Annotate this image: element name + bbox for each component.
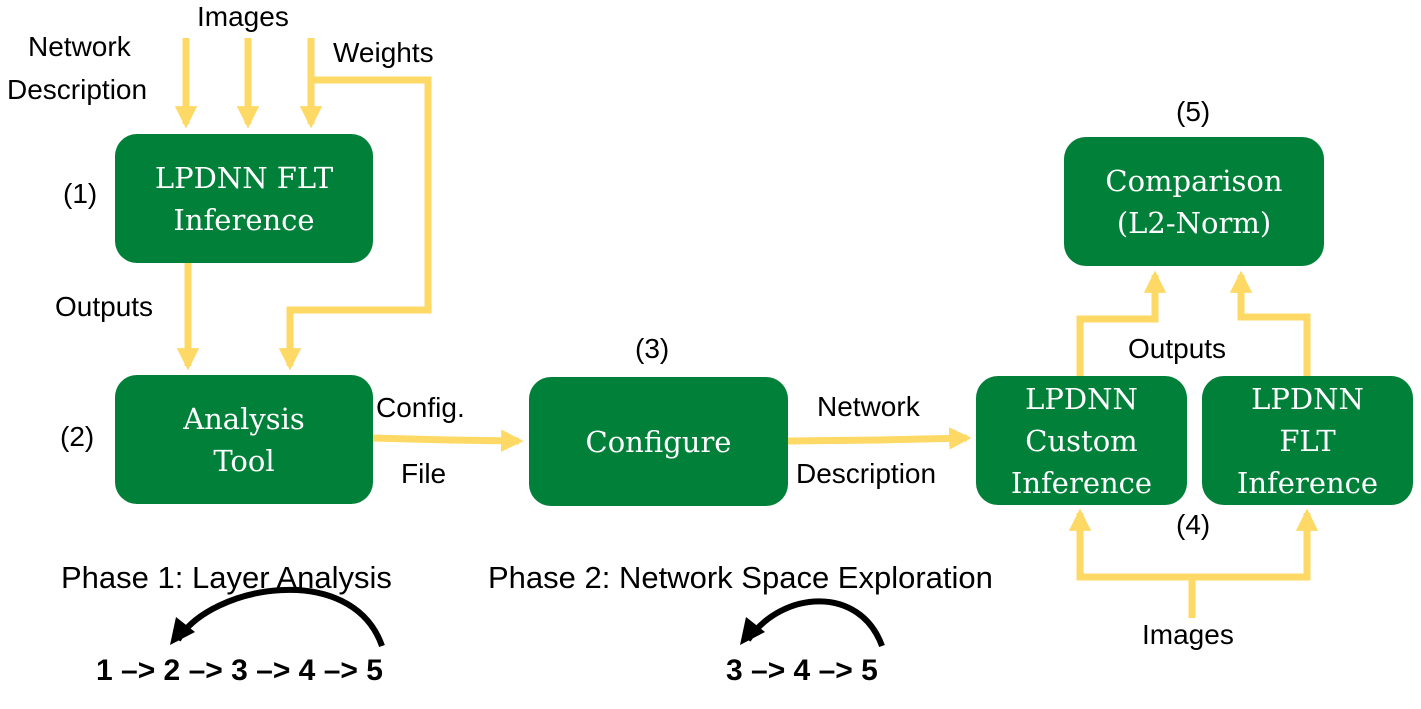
input-label-images-top: Images (197, 1, 289, 32)
phase1-cycle-curve (175, 587, 385, 647)
lpdnn-flt-inference-box-4: LPDNN FLT Inference (1202, 376, 1413, 505)
configure-box: Configure (529, 377, 788, 506)
phase1-sequence: 1 –> 2 –> 3 –> 4 –> 5 (96, 654, 383, 687)
arrow-flt-outputs-to-comparison (1229, 270, 1311, 376)
edge-label-description: Description (796, 458, 937, 489)
arrow-images-to-flt-4 (1192, 508, 1319, 581)
edge-label-config: Config. (376, 392, 465, 423)
step-number-3: (3) (635, 333, 670, 364)
edge-label-network: Network (817, 391, 920, 422)
step-number-2: (2) (60, 421, 95, 452)
input-label-network: Network (28, 31, 131, 62)
phase2-cycle-curve (745, 598, 885, 648)
arrow-custom-outputs-to-comparison (1076, 270, 1167, 376)
analysis-tool-box: Analysis Tool (115, 375, 373, 504)
lpdnn-flt-inference-box-1: LPDNN FLT Inference (115, 134, 373, 263)
lpdnn-custom-inference-box: LPDNN Custom Inference (976, 376, 1187, 505)
step-number-1: (1) (63, 178, 98, 209)
phase2-sequence: 3 –> 4 –> 5 (726, 654, 878, 687)
edge-label-outputs-left: Outputs (55, 291, 154, 322)
phase1-title: Phase 1: Layer Analysis (61, 560, 392, 595)
step-number-5: (5) (1176, 96, 1211, 127)
arrow-network-description-to-custom (787, 427, 972, 450)
step-number-4: (4) (1176, 509, 1211, 540)
phase2-title: Phase 2: Network Space Exploration (488, 560, 993, 595)
edge-label-file: File (401, 458, 447, 489)
input-label-weights: Weights (333, 37, 434, 68)
arrow-weights-to-analysis (278, 76, 432, 371)
phase1-cycle-arrowhead (170, 617, 195, 645)
comparison-box: Comparison (L2-Norm) (1064, 137, 1324, 266)
input-label-images-bottom: Images (1142, 619, 1234, 650)
phase2-cycle-arrowhead (740, 617, 765, 645)
input-label-description: Description (7, 74, 148, 105)
edge-label-outputs-right: Outputs (1128, 333, 1227, 364)
arrow-config-file-to-configure (371, 429, 524, 452)
arrow-images-to-custom (1068, 508, 1196, 618)
